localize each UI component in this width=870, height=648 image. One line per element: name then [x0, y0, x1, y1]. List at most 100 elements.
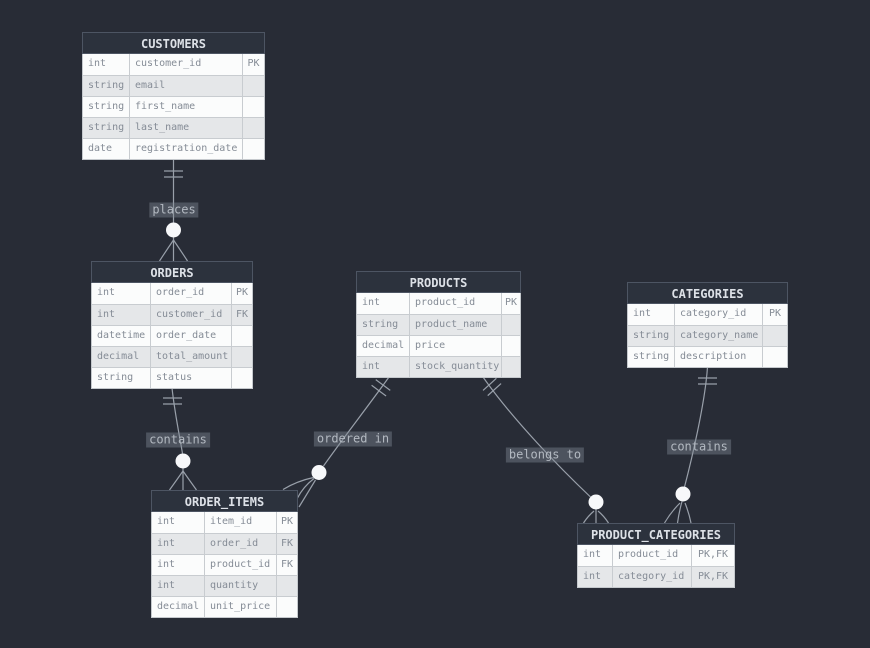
- table-row[interactable]: int customer_id FK: [92, 304, 252, 325]
- column-key: PK: [247, 58, 260, 69]
- column-name: description: [674, 346, 763, 367]
- column-name: quantity: [204, 575, 277, 596]
- column-name: category_id: [674, 304, 763, 325]
- table-row[interactable]: int product_id PK: [357, 293, 520, 314]
- table-body: int item_id PK int order_id FK int produ…: [151, 512, 298, 618]
- column-name: order_id: [150, 283, 232, 304]
- relationship-label-belongs-to[interactable]: belongs to: [505, 447, 585, 463]
- table-title[interactable]: ORDERS: [91, 261, 253, 283]
- table-body: int order_id PK int customer_id FK datet…: [91, 283, 253, 389]
- table-row[interactable]: int category_id PK: [628, 304, 787, 325]
- column-type: string: [628, 346, 674, 367]
- table-row[interactable]: decimal unit_price: [152, 596, 297, 617]
- column-name: unit_price: [204, 596, 277, 617]
- column-type: decimal: [152, 596, 204, 617]
- relationship-label-contains-orders[interactable]: contains: [146, 432, 210, 448]
- table-row[interactable]: string description: [628, 346, 787, 367]
- column-type: string: [83, 96, 129, 117]
- column-type: int: [152, 533, 204, 554]
- column-name: product_name: [409, 314, 502, 335]
- table-products[interactable]: PRODUCTS int product_id PK string produc…: [356, 271, 521, 378]
- column-key: [763, 325, 787, 346]
- table-title[interactable]: CUSTOMERS: [82, 32, 265, 54]
- table-row[interactable]: int product_id PK,FK: [578, 545, 734, 566]
- table-row[interactable]: datetime order_date: [92, 325, 252, 346]
- table-row[interactable]: int stock_quantity: [357, 356, 520, 377]
- column-name: first_name: [129, 96, 243, 117]
- column-key: PK: [235, 287, 249, 298]
- table-body: int product_id PK string product_name de…: [356, 293, 521, 378]
- column-key: [243, 75, 264, 96]
- table-row[interactable]: int order_id PK: [92, 283, 252, 304]
- column-type: decimal: [92, 346, 150, 367]
- table-row[interactable]: date registration_date: [83, 138, 264, 159]
- table-customers[interactable]: CUSTOMERS int customer_id PK string emai…: [82, 32, 265, 160]
- column-key: [502, 335, 520, 356]
- table-row[interactable]: string last_name: [83, 117, 264, 138]
- table-row[interactable]: int order_id FK: [152, 533, 297, 554]
- table-row[interactable]: decimal price: [357, 335, 520, 356]
- column-name: category_name: [674, 325, 763, 346]
- column-name: product_id: [409, 293, 502, 314]
- column-type: string: [83, 117, 129, 138]
- table-row[interactable]: int quantity: [152, 575, 297, 596]
- column-type: datetime: [92, 325, 150, 346]
- table-row[interactable]: string status: [92, 367, 252, 388]
- table-row[interactable]: string category_name: [628, 325, 787, 346]
- column-type: int: [88, 58, 107, 69]
- table-row[interactable]: int category_id PK,FK: [578, 566, 734, 587]
- column-key: [243, 138, 264, 159]
- column-type: string: [628, 325, 674, 346]
- table-row[interactable]: string email: [83, 75, 264, 96]
- relationship-label-places[interactable]: places: [149, 202, 199, 218]
- column-key: [232, 367, 252, 388]
- column-type: date: [83, 138, 129, 159]
- column-type: string: [83, 75, 129, 96]
- one-cardinality-ticks: [698, 377, 717, 385]
- table-title[interactable]: CATEGORIES: [627, 282, 788, 304]
- zero-or-many-circle: [166, 222, 181, 238]
- column-name: customer_id: [129, 54, 243, 75]
- column-type: string: [92, 367, 150, 388]
- table-row[interactable]: string product_name: [357, 314, 520, 335]
- relationship-label-ordered-in[interactable]: ordered in: [313, 431, 393, 447]
- table-title[interactable]: PRODUCTS: [356, 271, 521, 293]
- table-row[interactable]: int customer_id PK: [83, 54, 264, 75]
- table-categories[interactable]: CATEGORIES int category_id PK string cat…: [627, 282, 788, 368]
- column-key: PK: [504, 297, 518, 308]
- column-name: email: [129, 75, 243, 96]
- table-row[interactable]: decimal total_amount: [92, 346, 252, 367]
- table-body: int category_id PK string category_name …: [627, 304, 788, 368]
- crow-foot: [663, 501, 692, 524]
- column-name: product_id: [204, 554, 277, 575]
- column-name: customer_id: [150, 304, 232, 325]
- table-title[interactable]: PRODUCT_CATEGORIES: [577, 523, 735, 545]
- column-type: int: [92, 304, 150, 325]
- column-type: int: [633, 308, 652, 319]
- zero-or-many-circle: [675, 486, 691, 502]
- column-type: int: [583, 549, 602, 560]
- column-name: last_name: [129, 117, 243, 138]
- relationship-label-contains-categories[interactable]: contains: [667, 439, 731, 455]
- table-row[interactable]: string first_name: [83, 96, 264, 117]
- column-name: order_date: [150, 325, 232, 346]
- table-order-items[interactable]: ORDER_ITEMS int item_id PK int order_id …: [151, 490, 298, 618]
- column-name: product_id: [612, 545, 692, 566]
- table-row[interactable]: int product_id FK: [152, 554, 297, 575]
- column-type: string: [357, 314, 409, 335]
- column-key: [243, 96, 264, 117]
- table-product-categories[interactable]: PRODUCT_CATEGORIES int product_id PK,FK …: [577, 523, 735, 588]
- one-cardinality-ticks: [371, 379, 391, 397]
- column-key: [277, 575, 297, 596]
- crow-foot: [582, 509, 610, 524]
- column-name: category_id: [612, 566, 692, 587]
- crow-foot: [158, 237, 189, 262]
- column-key: [232, 325, 252, 346]
- column-key: [232, 346, 252, 367]
- table-title[interactable]: ORDER_ITEMS: [151, 490, 298, 512]
- table-orders[interactable]: ORDERS int order_id PK int customer_id F…: [91, 261, 253, 389]
- table-row[interactable]: int item_id PK: [152, 512, 297, 533]
- one-cardinality-ticks: [482, 377, 502, 397]
- zero-or-many-circle: [175, 453, 191, 469]
